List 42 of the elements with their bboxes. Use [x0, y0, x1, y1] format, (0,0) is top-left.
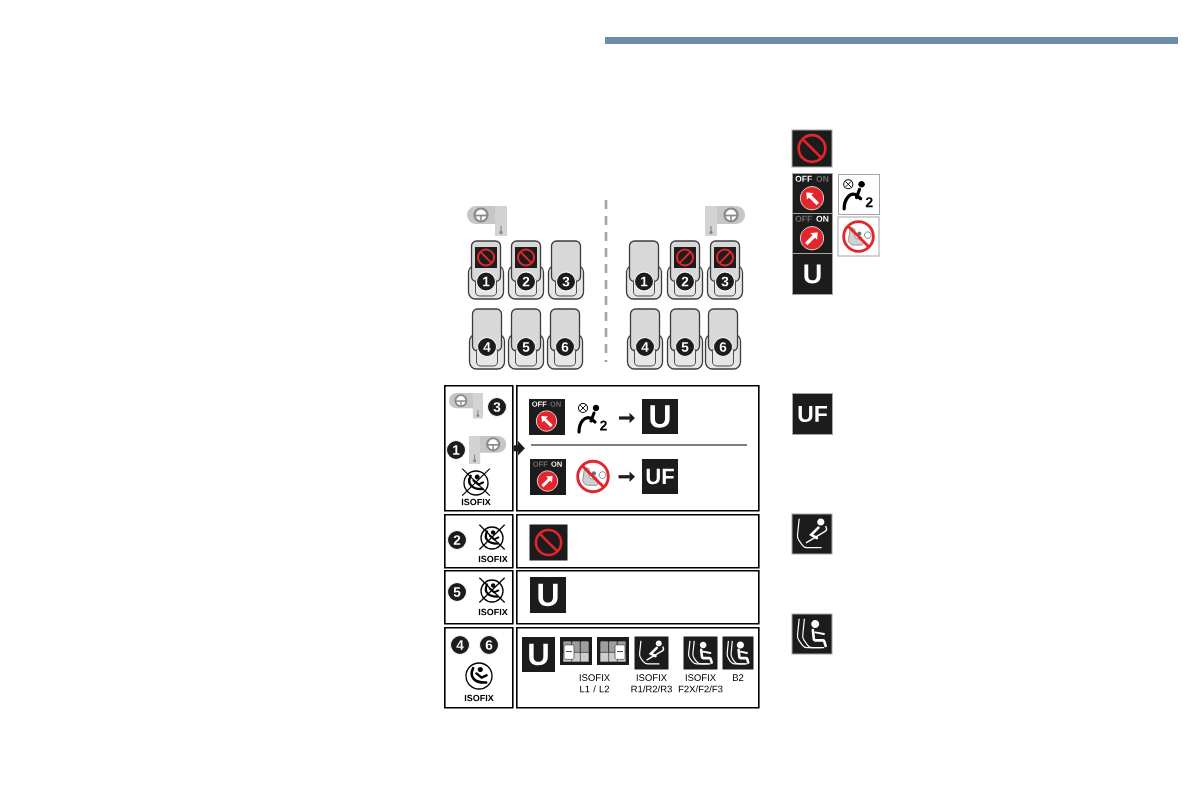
- arrow: [618, 471, 635, 482]
- number-badge: 3: [715, 271, 735, 292]
- number-badge: 3: [487, 397, 507, 417]
- airbag-warning-pictogram: 2: [575, 401, 612, 435]
- letter-tile: U: [792, 253, 833, 295]
- size-class-label: B2: [733, 674, 744, 681]
- number-badge: 6: [479, 635, 499, 655]
- size-class-label: ISOFIX F2X/F2/F3: [678, 674, 723, 693]
- number-badge: 6: [555, 337, 575, 357]
- number-badge: 3: [556, 271, 576, 292]
- letter-tile: U: [522, 637, 555, 672]
- number-badge: 4: [450, 635, 470, 655]
- isofix-label: ISOFIX: [478, 555, 508, 563]
- table-cell: [516, 385, 760, 512]
- isofix-label: ISOFIX: [464, 694, 494, 702]
- letter-tile: U: [642, 399, 678, 434]
- table-cell: [516, 570, 760, 625]
- letter-tile: UF: [642, 459, 678, 494]
- number-badge: 1: [476, 271, 496, 292]
- number-badge: 5: [516, 337, 536, 357]
- number-badge: 6: [713, 337, 733, 357]
- number-badge: 4: [635, 337, 655, 357]
- number-badge: 2: [447, 530, 467, 550]
- airbag-switch-tile: OFF ON: [792, 173, 833, 214]
- isofix-label: ISOFIX: [478, 608, 508, 616]
- airbag-warning-pictogram: 2: [838, 174, 880, 215]
- letter-tile: UF: [792, 393, 833, 435]
- node-label: 2: [600, 420, 607, 431]
- no-child-seat-pictogram: [576, 459, 610, 494]
- table-cell: [516, 514, 760, 569]
- number-badge: 2: [516, 271, 536, 292]
- airbag-switch-tile: OFF ON: [792, 213, 833, 254]
- isofix-label: ISOFIX: [461, 498, 491, 506]
- number-badge: 1: [634, 271, 654, 292]
- number-badge: 1: [446, 440, 466, 460]
- number-badge: 2: [675, 271, 695, 292]
- size-class-label: ISOFIX R1/R2/R3: [631, 674, 672, 693]
- number-badge: 5: [675, 337, 695, 357]
- letter-tile: U: [530, 577, 566, 613]
- size-class-label: ISOFIX L1 / L2: [579, 674, 610, 693]
- number-badge: 5: [447, 582, 467, 602]
- number-badge: 4: [477, 337, 497, 357]
